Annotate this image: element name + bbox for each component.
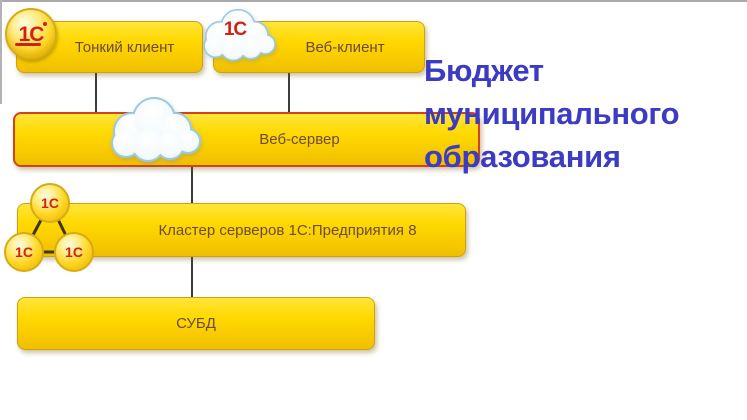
1c-logo: 1С bbox=[15, 244, 33, 260]
1c-cloud-badge-icon: 1С bbox=[196, 4, 280, 62]
node-web-server: Веб-сервер bbox=[13, 112, 480, 167]
node-web-client-label: Веб-клиент bbox=[305, 38, 385, 56]
frame-left-border bbox=[0, 0, 2, 104]
node-dbms-label: СУБД bbox=[176, 315, 216, 332]
page-title-line: образования bbox=[424, 139, 621, 174]
page-title: Бюджет муниципального образования bbox=[424, 49, 680, 178]
cloud-icon bbox=[104, 90, 204, 164]
1c-logo: 1С bbox=[223, 19, 247, 40]
node-web-server-label: Веб-сервер bbox=[259, 131, 340, 148]
connector-cluster-dbms bbox=[191, 254, 193, 298]
node-dbms: СУБД bbox=[17, 297, 375, 350]
page-title-line: Бюджет bbox=[424, 53, 544, 88]
server-cluster-badge-icon: 1С 1С 1С bbox=[4, 183, 94, 272]
frame-top-border bbox=[0, 0, 747, 2]
connector-thin-client-web-server bbox=[95, 70, 97, 113]
1c-ball-badge-icon: 1С bbox=[5, 8, 57, 60]
1c-logo-dot bbox=[43, 22, 47, 26]
1c-logo: 1С bbox=[65, 244, 83, 260]
1c-logo: 1С bbox=[18, 22, 45, 46]
1c-logo: 1С bbox=[41, 195, 59, 211]
connector-web-client-web-server bbox=[288, 71, 290, 113]
connector-web-server-cluster bbox=[191, 162, 193, 204]
node-thin-client-label: Тонкий клиент bbox=[74, 38, 175, 56]
1c-logo-tail bbox=[15, 43, 41, 46]
page-title-line: муниципального bbox=[424, 96, 680, 131]
node-server-cluster-label: Кластер серверов 1С:Предприятия 8 bbox=[158, 221, 417, 239]
